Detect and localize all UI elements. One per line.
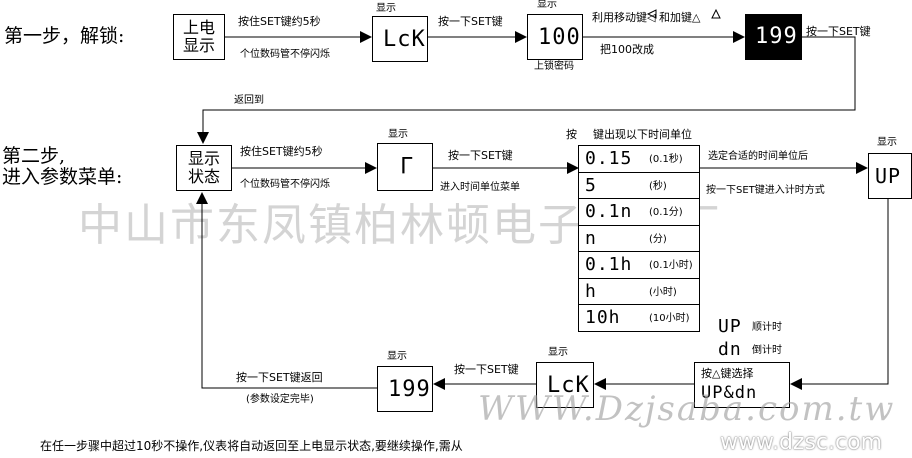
enter-menu-text: 进入时间单位菜单 — [440, 182, 520, 193]
time-unit-desc: (0.1秒) — [649, 154, 683, 165]
finished-text: (参数设定完毕) — [246, 394, 314, 405]
status-display-box: 显示 状态 — [176, 145, 232, 191]
time-unit-code: 10h — [585, 307, 621, 328]
time-unit-code: h — [585, 280, 597, 302]
display-label-code: 显示 — [537, 0, 557, 10]
lck-display-value-2: LcK — [547, 373, 590, 398]
lck-display-box: LcK — [372, 16, 428, 62]
status-box-line1: 显示 — [187, 149, 220, 168]
select-mode-box: 按△键选择 UP&dn — [694, 362, 790, 408]
code-199-value: 199 — [755, 24, 798, 49]
lck-display-box-2: LcK — [536, 362, 594, 408]
return-to-text: 返回到 — [234, 95, 264, 106]
time-unit-desc: (秒) — [649, 180, 667, 192]
time-unit-row: 0.15 (0.1秒) — [578, 145, 700, 173]
hold-set-text-2: 按住SET键约5秒 — [240, 145, 323, 158]
plus-key-icon — [711, 8, 721, 19]
move-key-icon — [646, 9, 657, 19]
use-keys-text: 利用移动键◁ 和加键△ — [592, 11, 701, 24]
display-label-lck-2: 显示 — [548, 347, 568, 358]
display-label-menu: 显示 — [388, 129, 408, 140]
time-unit-code: 5 — [585, 174, 597, 196]
time-unit-row: h (小时) — [578, 277, 700, 305]
time-unit-code: 0.1h — [585, 254, 633, 275]
choose-unit-text: 选定合适的时间单位后 — [708, 151, 808, 162]
time-unit-desc: (10小时) — [649, 313, 690, 324]
up-display-box: UP — [868, 153, 912, 199]
return-line — [197, 36, 856, 144]
code-display-value: 100 — [538, 25, 581, 50]
power-box-line1: 上电 — [182, 18, 215, 37]
time-unit-row: 0.1h (0.1小时) — [578, 251, 700, 279]
up-desc: 顺计时 — [752, 322, 782, 333]
step1-label: 第一步，解锁: — [4, 25, 125, 47]
select-mode-value: UP&dn — [701, 383, 758, 403]
up-code: UP — [718, 316, 742, 337]
lck-display-value: LcK — [383, 27, 426, 52]
time-unit-desc: (0.1分) — [649, 207, 683, 218]
digits-blink-text-1: 个位数码管不停闪烁 — [240, 49, 330, 60]
back-to-status-line — [196, 192, 377, 389]
status-box-line2: 状态 — [187, 167, 220, 186]
time-unit-desc: (小时) — [649, 286, 677, 298]
step2-label-line2: 进入参数菜单: — [2, 166, 123, 188]
dn-desc: 倒计时 — [752, 345, 782, 356]
site-watermark-1: WWW.Dzjsaba.com.tw — [478, 389, 896, 429]
power-box-line2: 显示 — [182, 36, 215, 55]
press-key-header: 按 — [566, 128, 577, 141]
display-199-box: 199 — [377, 366, 433, 412]
up-to-select-line — [790, 199, 889, 390]
time-unit-code: 0.15 — [585, 148, 633, 169]
display-label-lck: 显示 — [376, 3, 396, 14]
code-display-box: 100 — [527, 14, 583, 60]
power-display-box: 上电 显示 — [173, 14, 225, 60]
time-unit-row: 0.1n (0.1分) — [578, 198, 700, 226]
digits-blink-text-2: 个位数码管不停闪烁 — [240, 179, 330, 190]
press-set-return-text: 按一下SET键返回 — [236, 371, 323, 384]
time-unit-row: n (分) — [578, 224, 700, 252]
dn-code: dn — [718, 339, 742, 360]
time-unit-desc: (0.1小时) — [649, 260, 693, 271]
time-unit-row: 5 (秒) — [578, 171, 700, 199]
hold-set-text-1: 按住SET键约5秒 — [238, 15, 321, 28]
menu-display-value: Γ — [400, 154, 415, 179]
step2-label-line1: 第二步, — [2, 145, 66, 167]
display-199-value: 199 — [388, 377, 431, 402]
code-199-display: 199 — [745, 14, 802, 60]
press-key-header-2: 键出现以下时间单位 — [593, 128, 692, 141]
display-label-up: 显示 — [877, 137, 897, 148]
display-label-199: 显示 — [387, 351, 407, 362]
press-set-text-1: 按一下SET键 — [438, 15, 503, 28]
menu-display-box: Γ — [377, 143, 433, 191]
press-set-text-3: 按一下SET键 — [448, 149, 513, 162]
select-key-text: 按△键选择 — [701, 367, 754, 380]
change-100-text: 把100改成 — [600, 43, 654, 56]
press-set-text-2: 按一下SET键 — [806, 25, 871, 38]
time-unit-code: 0.1n — [585, 201, 633, 222]
press-set-enter-text: 按一下SET键进入计时方式 — [706, 185, 825, 196]
time-unit-desc: (分) — [649, 233, 667, 245]
lock-code-text: 上锁密码 — [534, 61, 574, 72]
time-unit-row: 10h (10小时) — [578, 304, 700, 332]
footer-note: 在任一步骤中超过10秒不操作,仪表将自动返回至上电显示状态,要继续操作,需从 — [40, 439, 463, 453]
time-unit-code: n — [585, 227, 597, 249]
press-set-text-4: 按一下SET键 — [454, 363, 519, 376]
site-watermark-2: www.dzsc.com — [720, 430, 883, 455]
up-display-value: UP — [875, 164, 902, 188]
